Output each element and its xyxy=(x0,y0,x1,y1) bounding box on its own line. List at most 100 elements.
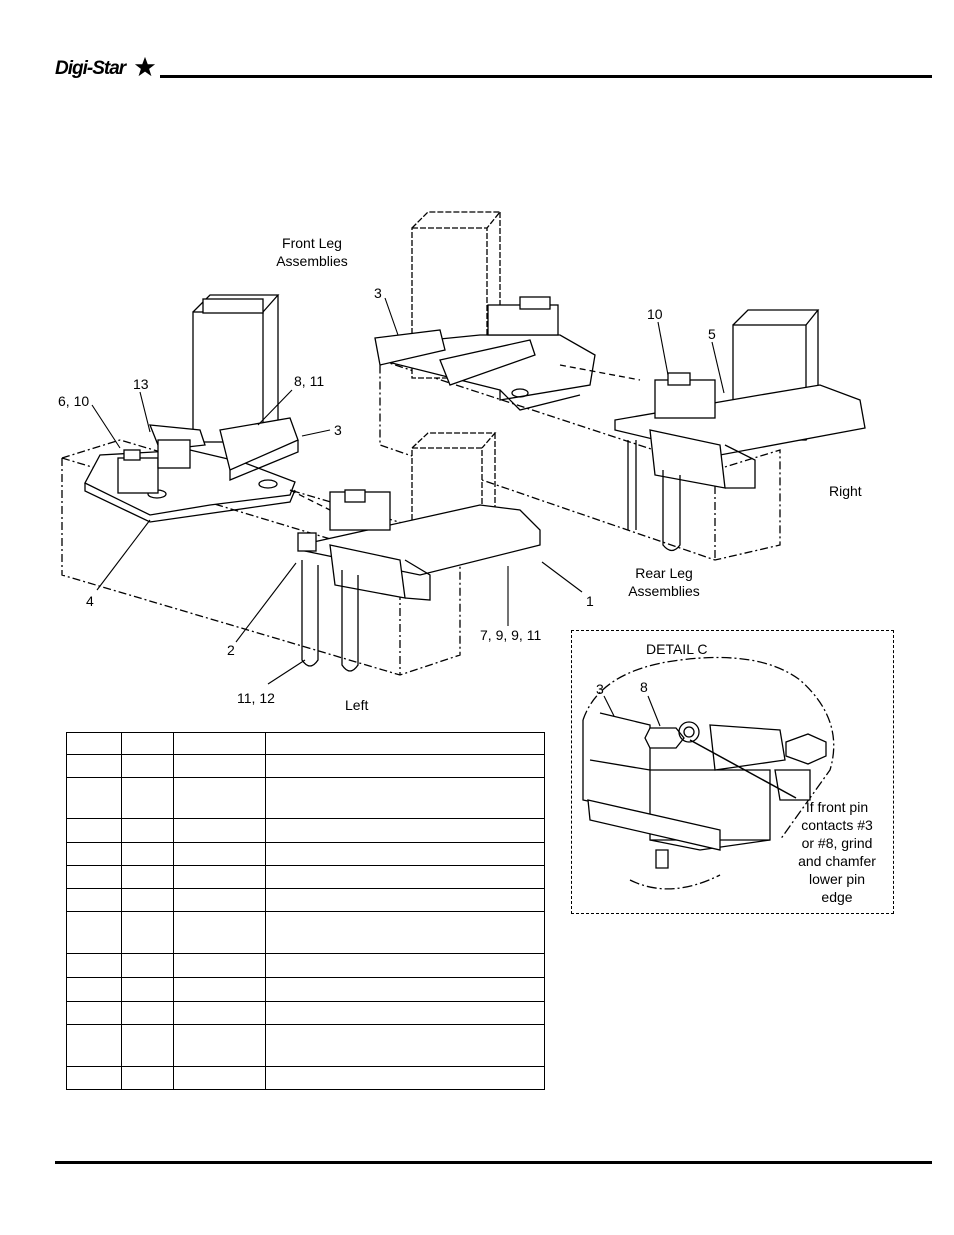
detail-callout-8: 8 xyxy=(640,679,648,695)
table-row xyxy=(65,1024,546,1067)
table-row xyxy=(65,1066,546,1090)
front-leg-label-line1: Front Leg xyxy=(282,235,342,251)
callout-7-9-9-11: 7, 9, 9, 11 xyxy=(480,627,542,643)
callout-8-11: 8, 11 xyxy=(294,373,325,389)
parts-table xyxy=(65,732,546,1090)
callout-11-12: 11, 12 xyxy=(237,690,275,706)
table-cell xyxy=(264,842,546,866)
table-cell xyxy=(264,754,546,778)
detail-c-box xyxy=(571,630,894,914)
detail-note-line: edge xyxy=(821,889,853,905)
callout-4: 4 xyxy=(86,593,94,609)
table-cell xyxy=(121,777,174,819)
table-row xyxy=(65,977,546,1002)
callout-13: 13 xyxy=(133,376,149,392)
table-cell xyxy=(65,818,123,843)
table-cell xyxy=(172,732,266,755)
detail-note-line: lower pin xyxy=(808,871,866,887)
table-cell xyxy=(264,977,546,1002)
table-cell xyxy=(172,754,266,778)
right-ubolts xyxy=(627,440,681,552)
table-row xyxy=(65,754,546,778)
table-row xyxy=(65,888,546,912)
table-cell xyxy=(264,1001,546,1025)
table-cell xyxy=(65,754,123,778)
table-row xyxy=(65,911,546,954)
table-cell xyxy=(65,1066,123,1090)
footer-rule xyxy=(55,1161,932,1164)
front-right-plate xyxy=(374,296,596,411)
detail-c-drawing xyxy=(582,656,835,890)
table-cell xyxy=(121,1001,174,1025)
table-cell xyxy=(121,865,174,889)
front-left-bracket xyxy=(148,417,299,481)
table-cell xyxy=(65,1024,123,1067)
front-left-loadcell xyxy=(117,439,191,494)
detail-note-line: contacts #3 xyxy=(801,817,873,833)
table-cell xyxy=(65,842,123,866)
table-cell xyxy=(121,888,174,912)
detail-note-line: and chamfer xyxy=(798,853,876,869)
callout-5: 5 xyxy=(708,326,716,342)
front-leg-label-line2: Assemblies xyxy=(276,253,348,269)
table-cell xyxy=(264,777,546,819)
leader-lines xyxy=(91,297,725,685)
table-cell xyxy=(264,888,546,912)
front-left-leg xyxy=(192,294,280,443)
table-cell xyxy=(65,977,123,1002)
table-cell xyxy=(172,1024,266,1067)
rear-leg-label: Rear Leg Assemblies xyxy=(614,564,714,600)
table-cell xyxy=(65,777,123,819)
table-cell xyxy=(121,732,174,755)
table-cell xyxy=(264,732,546,755)
detail-note: If front pin contacts #3 or #8, grind an… xyxy=(782,798,892,906)
table-cell xyxy=(65,1001,123,1025)
right-side-label: Right xyxy=(829,483,862,499)
callout-3-front-right: 3 xyxy=(374,285,382,301)
table-cell xyxy=(264,1066,546,1090)
table-row xyxy=(65,777,546,819)
callout-3-front-left: 3 xyxy=(334,422,342,438)
table-cell xyxy=(65,888,123,912)
table-cell xyxy=(172,1066,266,1090)
rear-leg-label-line2: Assemblies xyxy=(628,583,700,599)
callout-1: 1 xyxy=(586,593,594,609)
table-cell xyxy=(172,953,266,978)
front-leg-label: Front Leg Assemblies xyxy=(262,234,362,270)
table-cell xyxy=(172,911,266,954)
table-cell xyxy=(264,1024,546,1067)
table-row xyxy=(65,1001,546,1025)
table-cell xyxy=(121,977,174,1002)
table-cell xyxy=(264,865,546,889)
left-ubolts xyxy=(297,532,359,672)
detail-note-line: or #8, grind xyxy=(801,835,873,851)
table-cell xyxy=(121,754,174,778)
table-cell xyxy=(172,888,266,912)
table-cell xyxy=(65,732,123,755)
star-icon xyxy=(134,56,156,77)
table-cell xyxy=(65,953,123,978)
callout-6-10: 6, 10 xyxy=(58,393,90,409)
table-cell xyxy=(264,818,546,843)
digi-star-logo: Digi-Star xyxy=(55,58,126,79)
table-row xyxy=(65,732,546,755)
table-row xyxy=(65,953,546,978)
table-cell xyxy=(172,865,266,889)
table-cell xyxy=(121,818,174,843)
rear-leg-label-line1: Rear Leg xyxy=(635,565,693,581)
header-rule xyxy=(160,75,932,78)
table-cell xyxy=(172,1001,266,1025)
detail-note-line: If front pin xyxy=(805,799,869,815)
table-cell xyxy=(121,1024,174,1067)
detail-callout-3: 3 xyxy=(596,681,604,697)
table-cell xyxy=(172,842,266,866)
table-row xyxy=(65,842,546,866)
table-cell xyxy=(121,1066,174,1090)
table-cell xyxy=(172,777,266,819)
table-cell xyxy=(65,911,123,954)
left-side-label: Left xyxy=(345,697,369,713)
table-cell xyxy=(65,865,123,889)
callout-2: 2 xyxy=(227,642,235,658)
table-cell xyxy=(121,953,174,978)
